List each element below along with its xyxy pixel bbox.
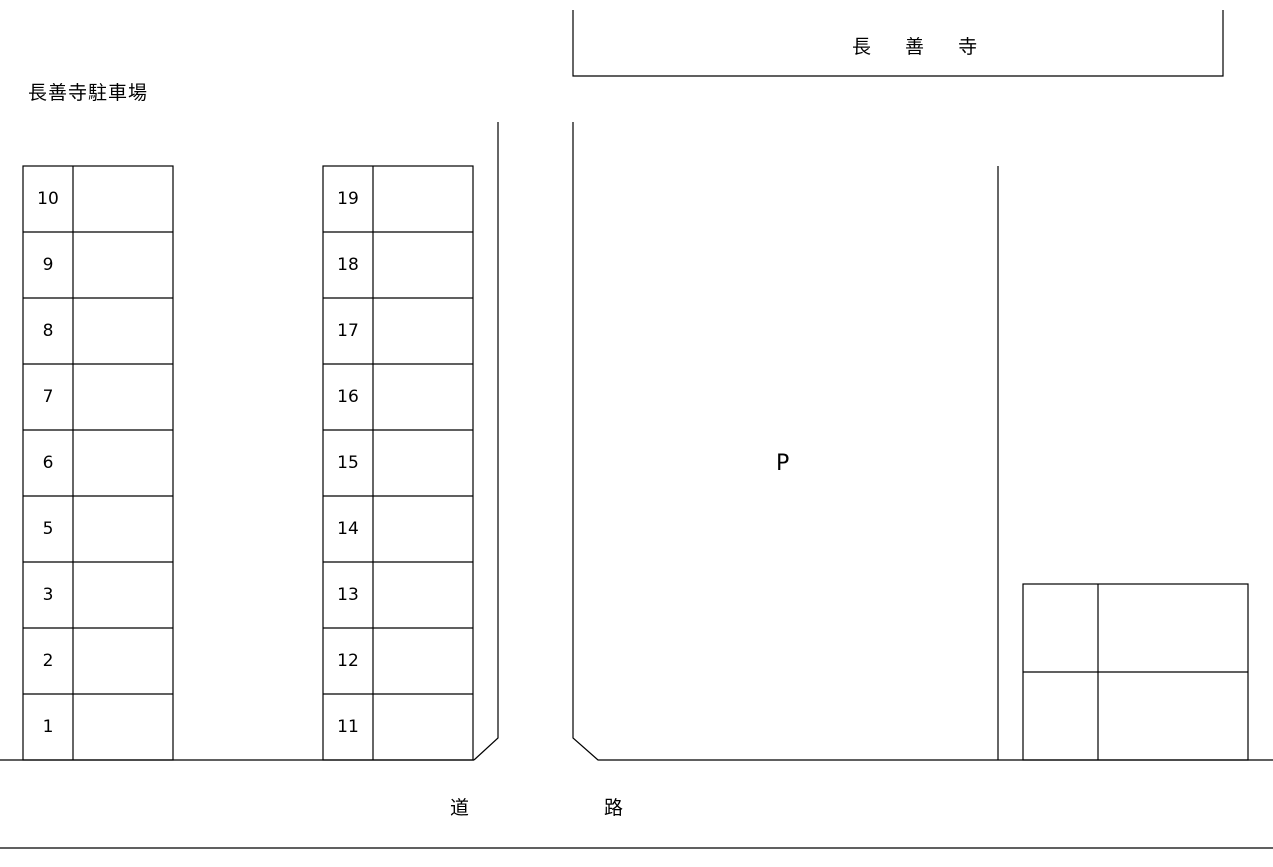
parking-space-number: 2 — [42, 651, 54, 671]
parking-space-number: 8 — [42, 321, 54, 341]
temple-building-outline — [572, 10, 1224, 77]
parking-space-number: 14 — [337, 519, 359, 539]
parking-area-label: P — [776, 451, 790, 476]
middle-parking-grid — [322, 165, 474, 761]
parking-space-number: 11 — [337, 717, 359, 737]
parking-space-number: 16 — [337, 387, 359, 407]
parking-space-number: 17 — [337, 321, 359, 341]
small-building-grid — [1023, 584, 1248, 760]
parking-space-number: 10 — [37, 189, 59, 209]
right-boundary-line — [572, 122, 1273, 761]
parking-space-number: 6 — [42, 453, 54, 473]
parking-space-number: 9 — [42, 255, 54, 275]
road-label-2: 路 — [604, 797, 624, 819]
parking-space-number: 15 — [337, 453, 359, 473]
parking-space-number: 19 — [337, 189, 359, 209]
parking-space-number: 13 — [337, 585, 359, 605]
road-label-1: 道 — [450, 797, 470, 819]
left-boundary-line — [473, 122, 499, 761]
parking-space-number: 5 — [42, 519, 54, 539]
left-parking-grid — [22, 165, 174, 761]
parking-space-number: 18 — [337, 255, 359, 275]
parking-space-number: 1 — [42, 717, 54, 737]
temple-label: 長 善 寺 — [852, 36, 992, 58]
parking-space-number: 3 — [42, 585, 54, 605]
parking-lot-title: 長善寺駐車場 — [28, 82, 149, 104]
parking-space-number: 12 — [337, 651, 359, 671]
parking-space-number: 7 — [42, 387, 54, 407]
